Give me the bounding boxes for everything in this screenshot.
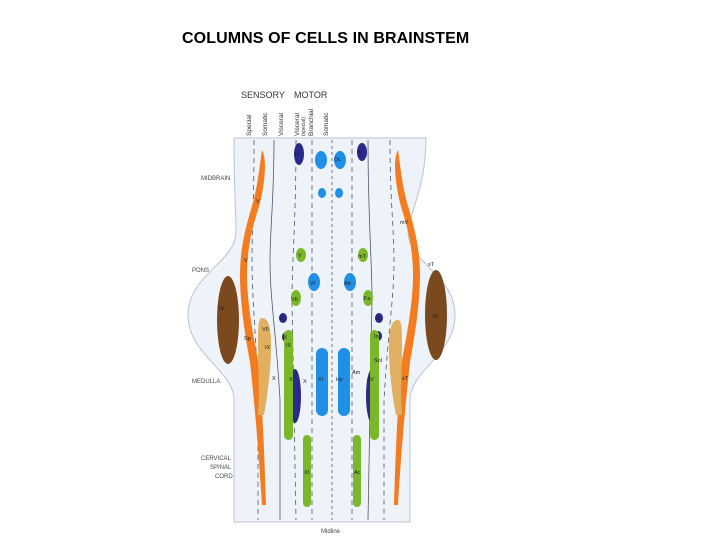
nucleus-label: Oc [334, 157, 341, 163]
nucleus-label: IX [282, 335, 288, 341]
header-sensory: SENSORY [241, 90, 285, 100]
region-cervical: CERVICAL [201, 456, 232, 462]
nucleus-label: VI [310, 281, 316, 287]
region-cord: CORD [215, 474, 233, 480]
nucleus-label: V [298, 253, 302, 259]
nucleus-label: dV [367, 377, 374, 383]
nucleus-label: Ve [432, 314, 438, 320]
region-pons: PONS [192, 268, 209, 274]
label-somatic-sensory: Somatic [262, 112, 269, 136]
region-midbrain: MIDBRAIN [201, 176, 230, 182]
label-branchial: Branchial [308, 108, 315, 136]
label-visceral-motor: Visceral [294, 112, 301, 136]
nucleus-label: sT [428, 262, 435, 268]
nucleus-label: Am [352, 370, 361, 376]
nucleus-label: XI [318, 377, 324, 383]
region-spinal: SPINAL [210, 465, 232, 471]
header-motor: MOTOR [294, 90, 328, 100]
nucleus-label: Sl [279, 316, 284, 322]
nucleus-label: X [289, 377, 293, 383]
page-title: COLUMNS OF CELLS IN BRAINSTEM [182, 30, 470, 47]
nucleus-label: XI [304, 470, 310, 476]
nucleus-label: VII [262, 327, 269, 333]
nucleus-label: IX [265, 345, 271, 351]
nucleus-label: In [374, 334, 379, 340]
somatic-sensory-column [217, 270, 447, 364]
nucleus-label: III [295, 152, 300, 158]
nucleus-label: X [303, 379, 307, 385]
nucleus-label: V [256, 199, 260, 205]
nucleus-label: V [244, 258, 248, 264]
visceral-sensory-column [258, 318, 402, 415]
nucleus-label: St [375, 316, 381, 322]
nucleus-label: IX [286, 343, 292, 349]
region-medulla: MEDULLA [192, 379, 220, 385]
label-special-note: (special) [301, 117, 307, 136]
nucleus-label: Sol [374, 358, 382, 364]
nucleus-label: Ac [354, 470, 361, 476]
nucleus-label: mV [400, 220, 409, 226]
nucleus-label: Fa [364, 296, 371, 302]
nucleus-label: Sp [244, 336, 251, 342]
nucleus-label: Ab [344, 281, 351, 287]
nucleus-label: VII [291, 297, 298, 303]
nucleus-label: Ve [218, 306, 224, 312]
label-somatic-motor: Somatic [323, 112, 330, 136]
nucleus-label: mT [358, 254, 367, 260]
label-special: Special [246, 114, 253, 136]
nucleus-label: sT [402, 376, 409, 382]
special-sensory-column [240, 150, 420, 505]
branchial-motor-column [284, 248, 379, 507]
label-visceral-sensory: Visceral [278, 112, 285, 136]
nucleus-label: Hy [336, 377, 343, 383]
nucleus-label: X [272, 376, 276, 382]
nucleus-labels: III Oc IV V mV V V mT sT VI Ab VII Fa Ve… [218, 150, 438, 476]
brainstem-outline [187, 137, 456, 523]
midline-label: Midline [321, 529, 341, 535]
somatic-motor-column [308, 151, 356, 416]
nucleus-label: IV [357, 150, 363, 156]
